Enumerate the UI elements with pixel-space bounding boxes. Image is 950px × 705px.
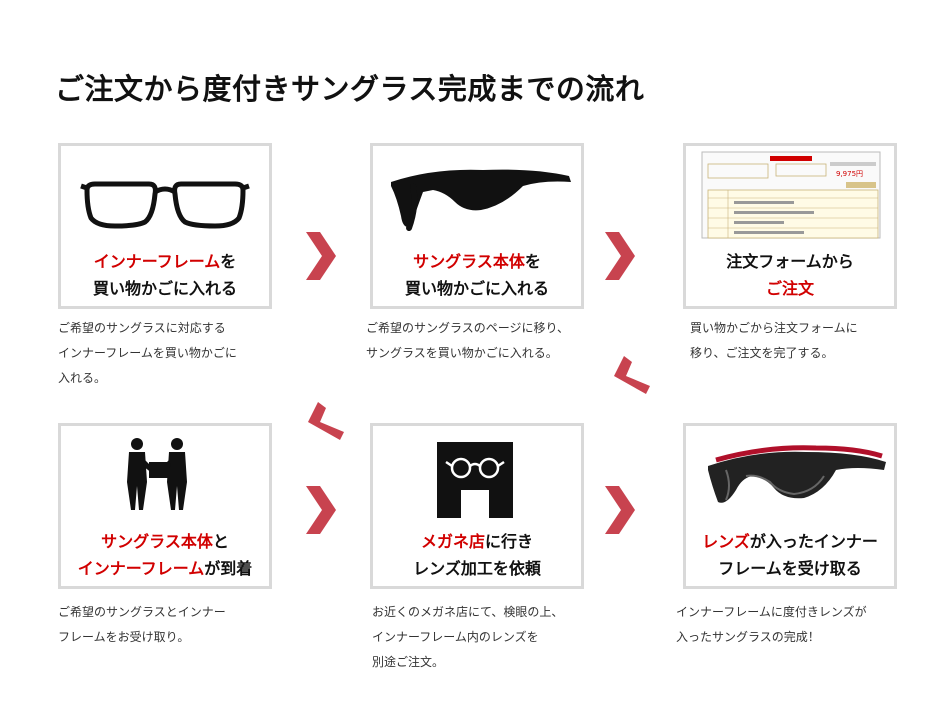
step-card-5: メガネ店に行き レンズ加工を依頼 bbox=[370, 423, 584, 589]
step-description-6: インナーフレームに度付きレンズが入ったサングラスの完成！ bbox=[676, 605, 867, 644]
card-frame: サングラス本体を 買い物かごに入れる bbox=[370, 143, 584, 309]
chevron-right-icon bbox=[601, 230, 637, 282]
order-form-screenshot-icon: 9,975円 bbox=[686, 146, 894, 241]
step-description-3: 買い物かごから注文フォームに移り、ご注文を完了する。 bbox=[690, 321, 858, 360]
step-card-2: サングラス本体を 買い物かごに入れる bbox=[370, 143, 584, 309]
step-label: サングラス本体を 買い物かごに入れる bbox=[404, 252, 549, 298]
step-label: サングラス本体と インナーフレームが到着 bbox=[77, 532, 253, 578]
card-frame: レンズが入ったインナー フレームを受け取る bbox=[683, 423, 897, 589]
card-frame: メガネ店に行き レンズ加工を依頼 bbox=[370, 423, 584, 589]
optician-shop-icon bbox=[373, 426, 581, 521]
step-label: インナーフレームを 買い物かごに入れる bbox=[92, 252, 237, 298]
finished-sunglasses-icon bbox=[686, 426, 894, 521]
chevron-right-icon bbox=[302, 230, 338, 282]
chevron-right-icon bbox=[302, 484, 338, 536]
chevron-down-left-icon bbox=[610, 352, 650, 404]
sport-sunglasses-icon bbox=[373, 146, 581, 241]
chevron-right-icon bbox=[601, 484, 637, 536]
step-description-1: ご希望のサングラスに対応するインナーフレームを買い物かごに入れる。 bbox=[58, 321, 237, 385]
card-frame: 9,975円 注文フォームから ご注文 bbox=[683, 143, 897, 309]
step-card-1: インナーフレームを 買い物かごに入れる bbox=[58, 143, 272, 309]
step-label: レンズが入ったインナー フレームを受け取る bbox=[702, 532, 878, 578]
page-title: ご注文から度付きサングラス完成までの流れ bbox=[55, 72, 645, 106]
delivery-handover-icon bbox=[61, 426, 269, 521]
step-card-6: レンズが入ったインナー フレームを受け取る bbox=[683, 423, 897, 589]
step-description-2: ご希望のサングラスのページに移り、サングラスを買い物かごに入れる。 bbox=[366, 321, 570, 360]
chevron-down-left-icon bbox=[304, 398, 344, 450]
card-frame: インナーフレームを 買い物かごに入れる bbox=[58, 143, 272, 309]
step-card-4: サングラス本体と インナーフレームが到着 bbox=[58, 423, 272, 589]
card-frame: サングラス本体と インナーフレームが到着 bbox=[58, 423, 272, 589]
svg-text:9,975円: 9,975円 bbox=[836, 170, 863, 178]
step-label: メガネ店に行き レンズ加工を依頼 bbox=[413, 532, 541, 578]
inner-frame-glasses-icon bbox=[61, 146, 269, 241]
step-description-4: ご希望のサングラスとインナーフレームをお受け取り。 bbox=[58, 605, 226, 644]
step-card-3: 9,975円 注文フォームから ご注文 bbox=[683, 143, 897, 309]
step-description-5: お近くのメガネ店にて、検眼の上、インナーフレーム内のレンズを別途ご注文。 bbox=[372, 605, 564, 669]
step-label: 注文フォームから ご注文 bbox=[726, 252, 854, 298]
